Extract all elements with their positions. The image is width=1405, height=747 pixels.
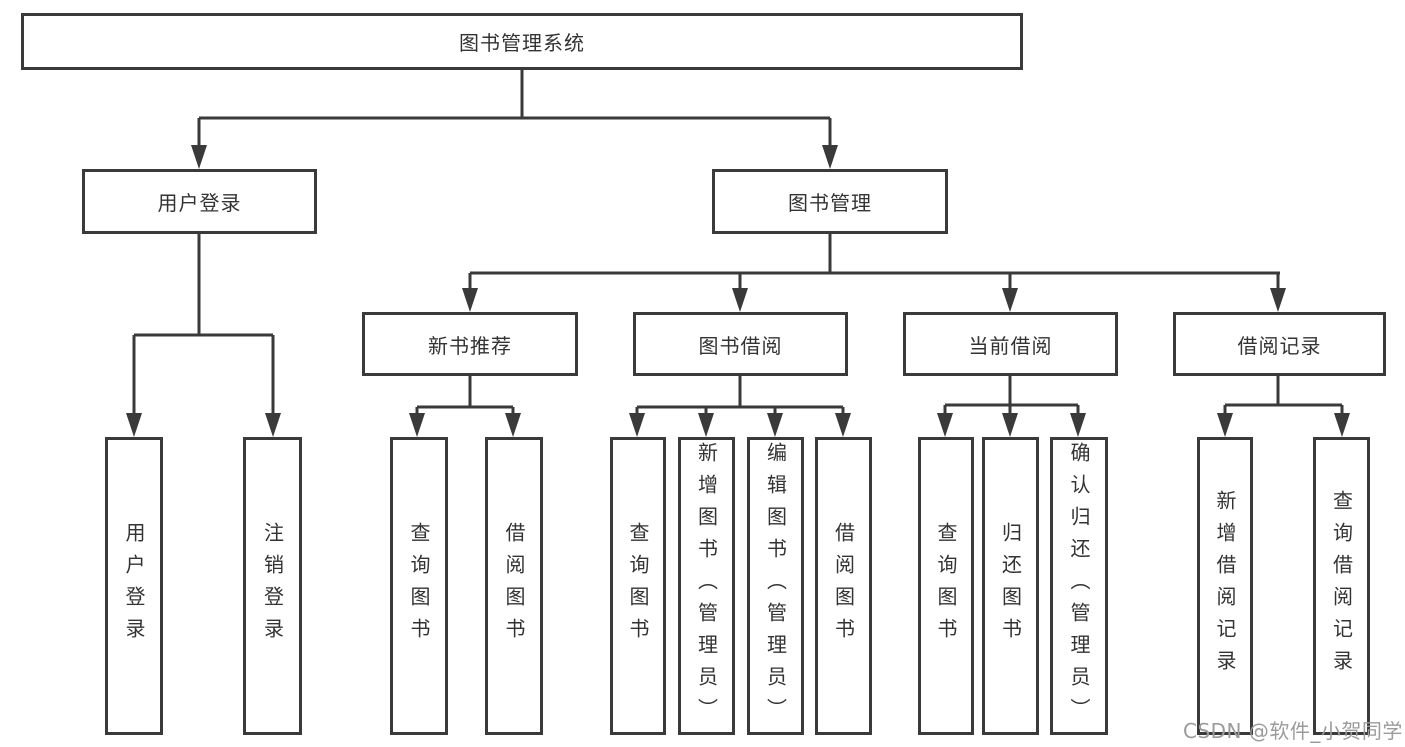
node-borrow-record: 借阅记录 [1173,312,1386,376]
leaf-recommend-borrow-books-label: 借阅图书 [502,522,526,650]
node-new-book-recommend: 新书推荐 [362,312,578,376]
leaf-record-add: 新增借阅记录 [1197,437,1253,735]
leaf-logout-label: 注销登录 [260,522,285,650]
leaf-borrow-borrow-books-label: 借阅图书 [831,522,856,650]
leaf-user-login: 用户登录 [105,437,163,735]
leaf-record-add-label: 新增借阅记录 [1213,490,1237,682]
leaf-user-login-label: 用户登录 [122,522,146,650]
node-root: 图书管理系统 [21,13,1023,70]
leaf-current-confirm-return-label: 确认归还（管理员） [1067,442,1091,730]
node-current-borrow: 当前借阅 [903,312,1118,376]
node-book-borrow: 图书借阅 [633,312,848,376]
leaf-record-query-label: 查询借阅记录 [1329,490,1354,682]
leaf-borrow-query-books-label: 查询图书 [626,522,650,650]
leaf-borrow-edit-books-label: 编辑图书（管理员） [763,442,788,730]
leaf-borrow-add-books: 新增图书（管理员） [678,437,735,735]
node-user-login: 用户登录 [82,169,317,234]
leaf-current-return-books-label: 归还图书 [998,522,1023,650]
node-book-borrow-label: 图书借阅 [698,333,783,358]
leaf-logout: 注销登录 [243,437,302,735]
node-user-login-label: 用户登录 [157,191,242,215]
leaf-borrow-query-books: 查询图书 [610,437,666,735]
leaf-record-query: 查询借阅记录 [1313,437,1370,735]
node-borrow-record-label: 借阅记录 [1237,333,1322,358]
node-root-label: 图书管理系统 [459,31,585,55]
leaf-current-query-books: 查询图书 [918,437,974,735]
node-book-management-label: 图书管理 [788,191,872,215]
leaf-current-query-books-label: 查询图书 [934,522,958,650]
arrowhead-icons [126,145,1350,437]
csdn-watermark: CSDN @软件_小贺同学 [1183,719,1403,743]
node-book-management: 图书管理 [712,169,948,234]
leaf-borrow-borrow-books: 借阅图书 [815,437,872,735]
node-current-borrow-label: 当前借阅 [968,333,1053,358]
node-new-book-recommend-label: 新书推荐 [428,333,512,358]
leaf-current-return-books: 归还图书 [982,437,1039,735]
leaf-current-confirm-return: 确认归还（管理员） [1050,437,1108,735]
leaf-borrow-edit-books: 编辑图书（管理员） [747,437,804,735]
leaf-recommend-query-books: 查询图书 [390,437,448,735]
leaf-borrow-add-books-label: 新增图书（管理员） [694,442,719,730]
leaf-recommend-borrow-books: 借阅图书 [485,437,543,735]
leaf-recommend-query-books-label: 查询图书 [407,522,431,650]
